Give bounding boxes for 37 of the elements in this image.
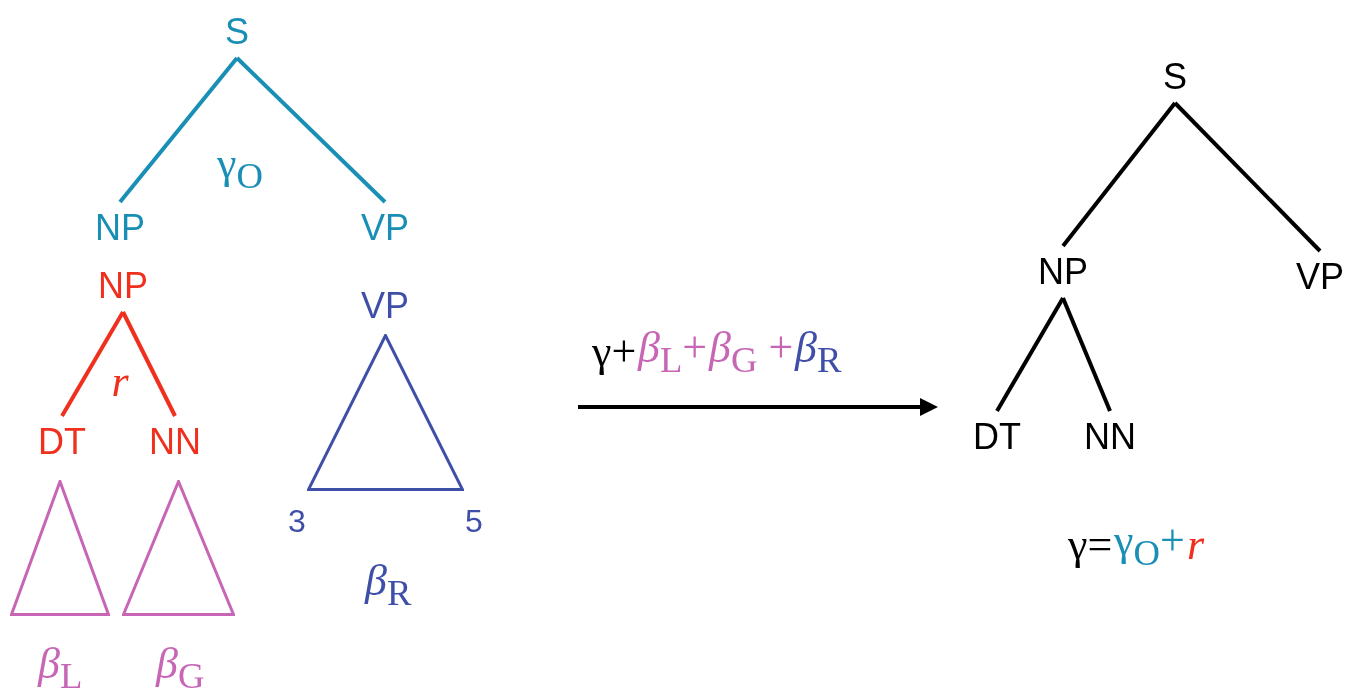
subtree-symbol: β$_{R}$ [365,559,412,612]
tree-node-label: VP [1287,257,1353,297]
tree-node-label: NP [90,266,156,306]
tree-branch [121,311,177,417]
formula-term: γ$_{O}$+ [1114,519,1185,572]
tree-node-label: DT [964,417,1030,457]
formula-term: γ= [1068,523,1113,567]
tree-node-label: NN [142,422,208,462]
subtree-symbol: β$_{L}$ [38,642,83,695]
subtree-triangle [307,334,464,491]
subtree-triangle [10,480,110,616]
tree-branch [1061,101,1177,248]
tree-node-label: NN [1077,417,1143,457]
tree-node-label: VP [352,286,418,326]
tree-branch [1061,297,1112,412]
subtree-triangle [121,480,235,616]
tree-branch [235,56,387,204]
tree-branch [1173,101,1322,253]
tree-node-label: S [217,12,257,52]
formula-term: β$_{L}$+ [638,326,708,379]
tree-node-label: NP [1030,252,1096,292]
formula-term: r [1187,523,1205,567]
tree-node-label: S [1155,57,1195,97]
formula-term: β$_{R}$ [795,326,842,379]
tree-node-label: NP [87,208,153,248]
tree-branch [118,56,239,204]
subtree-symbol: β$_{G}$ [156,642,205,695]
corner-number: 5 [465,505,483,537]
tree-node-label: VP [352,208,418,248]
formula-term: γ+ [592,330,637,374]
tree-branch [995,297,1065,412]
tree-node-label: DT [29,422,95,462]
rule-symbol: r [111,360,129,404]
corner-number: 3 [288,505,306,537]
tree-branch [60,311,125,417]
formula-term: β$_{G}$ + [709,326,794,379]
node-symbol: γ$_{O}$ [217,142,263,195]
